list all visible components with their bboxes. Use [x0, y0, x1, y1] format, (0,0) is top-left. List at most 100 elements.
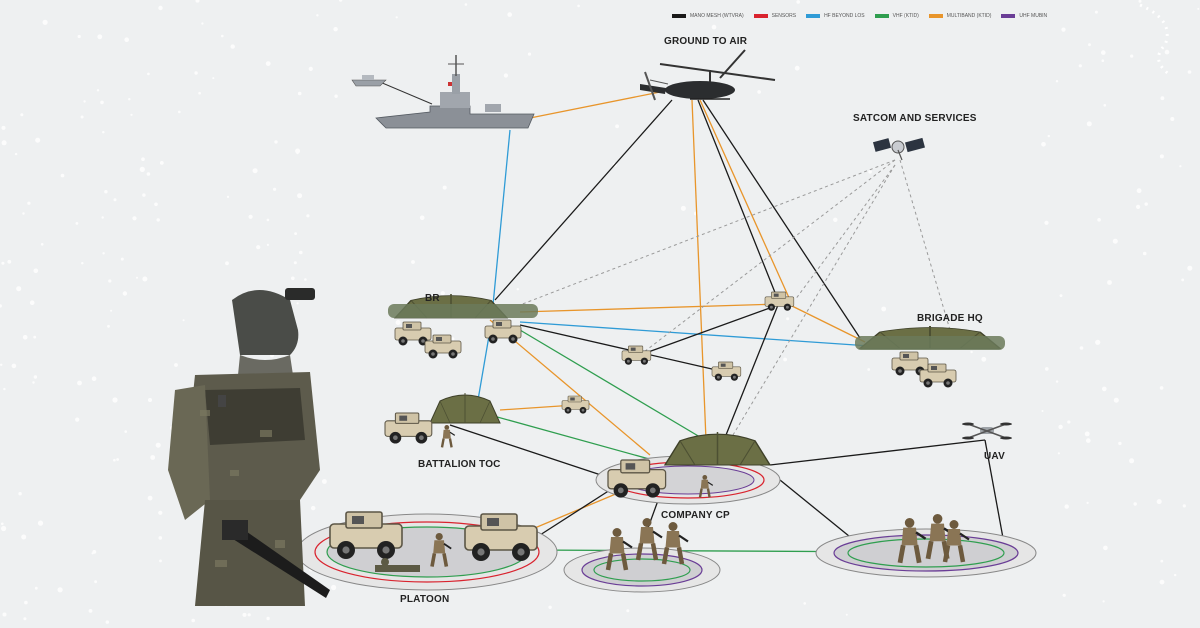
background-dot	[113, 198, 117, 202]
background-dot	[33, 268, 39, 274]
legend-label: SENSORS	[771, 13, 797, 19]
background-dot	[299, 250, 303, 255]
background-dot	[104, 190, 108, 194]
legend-swatch	[1001, 14, 1016, 18]
background-dot	[295, 148, 301, 154]
background-dot	[786, 317, 790, 321]
background-dot	[158, 536, 163, 540]
background-dot	[1136, 188, 1142, 194]
link-satcom-companycp	[729, 164, 896, 441]
background-dot	[226, 195, 230, 198]
background-dot	[868, 170, 872, 174]
background-dot	[316, 14, 319, 17]
legend-item-uhf: UHF MUBIN	[1001, 13, 1047, 19]
background-dot	[1187, 265, 1193, 271]
background-dot	[96, 89, 100, 92]
background-dot	[1, 140, 7, 146]
background-dot	[308, 66, 313, 71]
background-dot	[102, 252, 105, 255]
background-dot	[867, 368, 871, 371]
background-dot	[159, 559, 162, 563]
background-dot	[1164, 49, 1170, 55]
background-dot	[116, 458, 119, 461]
link-ship-helicopter	[529, 91, 661, 119]
background-dot	[1041, 410, 1044, 412]
background-dot	[124, 430, 127, 433]
background-dot	[1, 125, 6, 130]
background-dot	[154, 202, 158, 207]
background-dot	[0, 304, 2, 308]
background-dot	[1079, 346, 1084, 350]
background-dot	[21, 534, 27, 540]
link-helicopter-companycp-multiband	[691, 99, 707, 441]
uav-drone-icon	[962, 422, 1012, 440]
link-toc-companycp-mesh	[449, 424, 611, 479]
label-platoon: PLATOON	[400, 594, 450, 605]
background-dot	[100, 100, 104, 105]
background-dot	[1179, 165, 1182, 168]
background-dot	[845, 613, 848, 616]
legend-label: HF BEYOND LOS	[824, 13, 865, 19]
background-dot	[794, 65, 800, 71]
background-dot	[411, 260, 415, 264]
destroyer-ship-icon	[375, 55, 535, 129]
background-dot	[159, 161, 164, 165]
background-dot	[1101, 50, 1106, 55]
background-dot	[1057, 452, 1060, 455]
background-dot	[94, 580, 97, 584]
background-dot	[1142, 251, 1147, 256]
background-dot	[22, 335, 28, 340]
background-dot	[266, 218, 270, 222]
background-dot	[178, 110, 181, 114]
background-dot	[981, 356, 987, 362]
label-company-cp: COMPANY CP	[661, 510, 730, 521]
background-dot	[395, 16, 398, 19]
background-dot	[1103, 545, 1108, 551]
link-companycp-platoon-mesh	[539, 489, 611, 536]
background-dot	[91, 376, 97, 382]
background-dot	[1086, 501, 1089, 504]
relay-vehicle-1	[764, 291, 795, 312]
background-dot	[1059, 294, 1063, 297]
background-dot	[903, 13, 908, 18]
background-dot	[158, 5, 163, 11]
background-dot	[3, 387, 6, 391]
background-dot	[1084, 431, 1090, 437]
background-dot	[83, 100, 86, 103]
link-boat-ship	[379, 81, 433, 105]
background-dot	[333, 27, 338, 32]
link-bn-companycp-multiband	[489, 319, 651, 456]
background-dot	[527, 52, 532, 56]
background-dot	[711, 24, 717, 30]
link-vehicle-brigadehq-multiband	[789, 304, 866, 343]
background-dot	[148, 398, 152, 402]
background-dot	[142, 276, 148, 282]
background-dot	[1182, 504, 1186, 508]
background-dot	[136, 276, 138, 279]
background-dot	[291, 276, 295, 281]
background-dot	[1061, 27, 1066, 32]
background-dot	[294, 232, 297, 236]
background-dot	[130, 113, 133, 116]
background-dot	[322, 479, 327, 484]
background-dot	[122, 291, 128, 296]
legend-item-sensors: SENSORS	[753, 13, 797, 19]
link-companycp-squad-mesh	[779, 479, 861, 546]
background-dot	[1103, 104, 1107, 107]
background-dot	[296, 302, 299, 305]
patrol-boat-icon	[351, 75, 387, 87]
background-dot	[1133, 502, 1137, 506]
background-dot	[182, 319, 185, 322]
background-dot	[1047, 134, 1051, 138]
background-dot	[230, 44, 235, 49]
background-dot	[256, 245, 261, 250]
link-bn-vehicle-multiband	[519, 303, 781, 313]
background-dot	[247, 613, 251, 617]
background-dot	[195, 0, 200, 3]
background-dot	[1, 522, 4, 526]
background-dot	[75, 417, 80, 422]
background-dot	[1, 525, 7, 532]
link-satcom-vehicle	[639, 159, 896, 356]
background-dot	[1101, 59, 1105, 62]
link-toc-companycp-vhf	[489, 414, 661, 463]
